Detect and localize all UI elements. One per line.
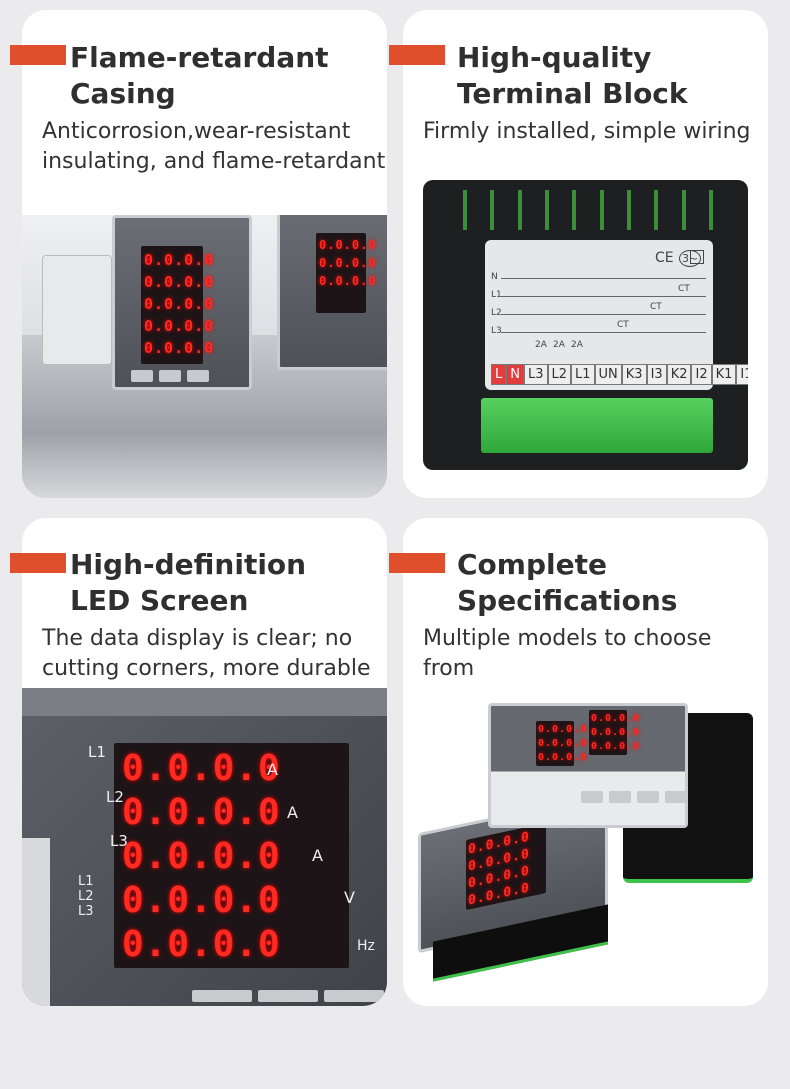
card-led-screen: 0.0.0.0 0.0.0.0 0.0.0.0 0.0.0.0 0.0.0.0 …	[22, 518, 387, 1006]
accent-bar	[389, 553, 445, 573]
card-description: Firmly installed, simple wiring	[423, 119, 751, 144]
accent-bar	[389, 45, 445, 65]
led-screen-image: 0.0.0.0 0.0.0.0 0.0.0.0 0.0.0.0 0.0.0.0 …	[22, 688, 387, 1006]
card-flame-retardant: 0.0.0.0 0.0.0.0 0.0.0.0 0.0.0.0 0.0.0.0 …	[22, 10, 387, 498]
accent-bar	[10, 553, 66, 573]
green-terminal-connector	[481, 398, 713, 453]
accent-bar	[10, 45, 66, 65]
meter-product-image: 0.0.0.0 0.0.0.0 0.0.0.0 0.0.0.0 0.0.0.0 …	[22, 215, 387, 498]
